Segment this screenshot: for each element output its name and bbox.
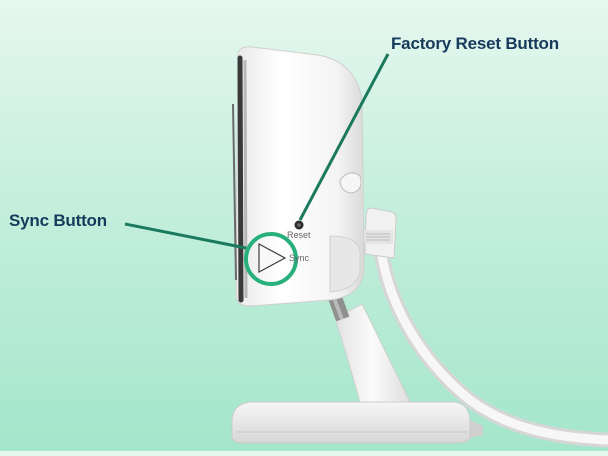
sync-button-highlight[interactable] <box>244 232 298 286</box>
camera-base <box>231 401 483 444</box>
play-triangle-icon[interactable] <box>258 242 287 274</box>
camera-body <box>232 46 365 307</box>
sync-callout-label: Sync Button <box>9 211 107 230</box>
reset-callout-line <box>298 53 390 221</box>
reset-engraved-label: Reset <box>287 230 311 240</box>
factory-reset-callout-label: Factory Reset Button <box>391 34 559 53</box>
power-cable <box>372 232 608 448</box>
cable-connector <box>363 207 397 259</box>
sync-engraved-label: Sync <box>289 253 310 263</box>
sync-callout-line <box>124 222 247 250</box>
